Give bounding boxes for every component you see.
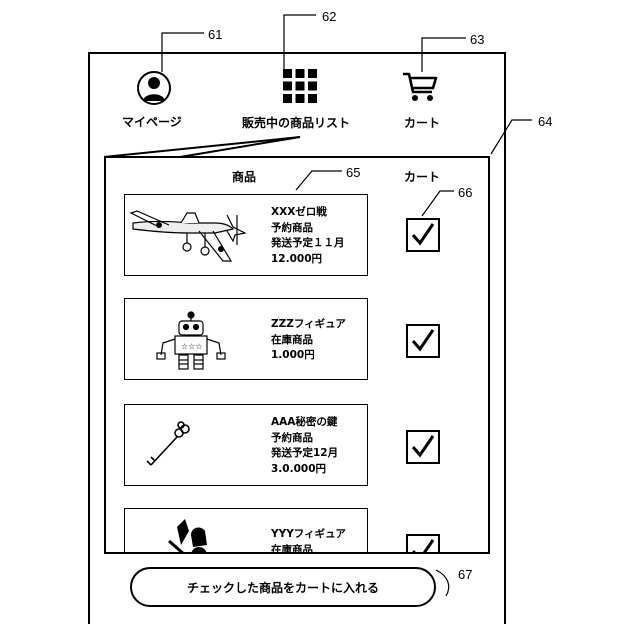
cart-checkbox-3[interactable] [406, 430, 440, 464]
key-image [129, 411, 253, 479]
add-checked-to-cart-label: チェックした商品をカートに入れる [187, 579, 379, 596]
svg-text:☆☆☆: ☆☆☆ [181, 342, 203, 351]
product-card-4[interactable]: YYYフィギュア 在庫商品 [124, 508, 368, 554]
checkmark-icon [408, 326, 438, 356]
product-info-1: XXXゼロ戦 予約商品 発送予定１１月 12.000円 [271, 205, 345, 267]
cart-checkbox-2[interactable] [406, 324, 440, 358]
cart-checkbox-4[interactable] [406, 534, 440, 554]
product-column-header: 商品 [232, 168, 256, 185]
cart-column-header: カート [404, 168, 440, 185]
checkmark-icon [408, 432, 438, 462]
cart-checkbox-1[interactable] [406, 218, 440, 252]
checkmark-icon [408, 220, 438, 250]
product-info-3: AAA秘密の鍵 予約商品 発送予定12月 3.0.000円 [271, 415, 338, 477]
product-card-3[interactable]: AAA秘密の鍵 予約商品 発送予定12月 3.0.000円 [124, 404, 368, 486]
airplane-image [129, 201, 253, 269]
add-checked-to-cart-button[interactable]: チェックした商品をカートに入れる [130, 567, 436, 607]
product-list-panel[interactable]: 商品 カート XXXゼロ戦 予約商品 発送予定１１月 12.000円 [104, 156, 490, 554]
product-card-2[interactable]: ☆☆☆ ZZZフィギュア 在庫商品 1.000円 [124, 298, 368, 380]
checkmark-icon [408, 536, 438, 554]
knight-figure-image [129, 515, 253, 554]
product-card-1[interactable]: XXXゼロ戦 予約商品 発送予定１１月 12.000円 [124, 194, 368, 276]
product-info-4: YYYフィギュア 在庫商品 [271, 527, 346, 554]
robot-figure-image: ☆☆☆ [129, 305, 253, 373]
product-info-2: ZZZフィギュア 在庫商品 1.000円 [271, 317, 346, 364]
